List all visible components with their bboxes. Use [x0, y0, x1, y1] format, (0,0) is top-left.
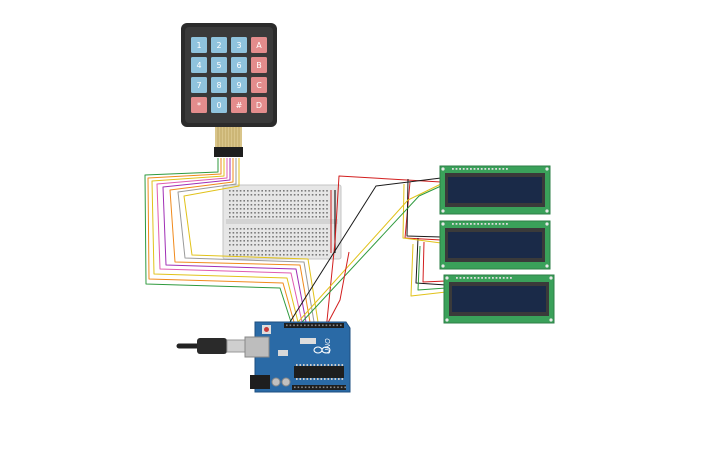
- wire-keypad-2: [147, 158, 295, 323]
- keypad-key[interactable]: 8: [211, 77, 227, 93]
- keypad-key[interactable]: A: [251, 37, 267, 53]
- keypad-key[interactable]: 4: [191, 57, 207, 73]
- wire-keypad-6: [169, 158, 311, 323]
- wires: [144, 158, 447, 361]
- keypad-key[interactable]: #: [231, 97, 247, 113]
- keypad-key[interactable]: *: [191, 97, 207, 113]
- keypad-key-label: *: [197, 101, 201, 110]
- keypad-key[interactable]: D: [251, 97, 267, 113]
- wire-keypad-5: [162, 158, 307, 323]
- keypad-key-label: 3: [236, 41, 241, 50]
- keypad-key-label: 9: [236, 81, 241, 90]
- keypad-key-label: 1: [196, 41, 201, 50]
- keypad-key-label: 2: [216, 41, 221, 50]
- keypad-keys: 1 2 3 A 4 5 6 B 7 8 9 C * 0 # D: [191, 37, 267, 113]
- lcd-display-2[interactable]: [439, 220, 551, 270]
- keypad-key[interactable]: 1: [191, 37, 207, 53]
- keypad-key-label: #: [236, 101, 243, 110]
- wire-keypad-4: [156, 158, 303, 323]
- wire-green-lcd3: [417, 245, 447, 291]
- keypad-key[interactable]: 3: [231, 37, 247, 53]
- keypad-key[interactable]: 7: [191, 77, 207, 93]
- wire-keypad-7: [177, 158, 315, 323]
- wire-yellow-lcd2: [402, 183, 442, 244]
- wire-black-lcd2: [406, 178, 442, 238]
- keypad-key-label: C: [256, 81, 262, 90]
- keypad-key-label: D: [256, 101, 262, 110]
- arduino-uno[interactable]: UNO: [176, 321, 351, 393]
- keypad-key[interactable]: 5: [211, 57, 227, 73]
- arduino-model-label: UNO: [325, 338, 332, 354]
- keypad-key[interactable]: 0: [211, 97, 227, 113]
- keypad-connector: [214, 147, 243, 157]
- keypad-key-label: B: [256, 61, 262, 70]
- wire-yellow-main: [297, 183, 442, 323]
- wire-red-lcd3: [422, 241, 447, 283]
- wire-red-lcd1: [322, 175, 442, 361]
- keypad-key-label: 0: [216, 101, 221, 110]
- keypad-key-label: 7: [196, 81, 201, 90]
- keypad-key-label: 5: [216, 61, 221, 70]
- breadboard[interactable]: [222, 184, 342, 260]
- lcd-screen: [452, 286, 546, 312]
- keypad-key[interactable]: 6: [231, 57, 247, 73]
- wire-keypad-3: [151, 158, 299, 323]
- wire-yellow-lcd3: [410, 243, 447, 297]
- chip-pins: [286, 324, 346, 389]
- keypad-key[interactable]: B: [251, 57, 267, 73]
- keypad-key[interactable]: 9: [231, 77, 247, 93]
- wire-black-main: [289, 177, 442, 323]
- breadboard-holes: [229, 190, 328, 256]
- keypad-key[interactable]: 2: [211, 37, 227, 53]
- lcd-display-1[interactable]: [439, 165, 551, 215]
- wire-green-main: [301, 185, 442, 323]
- wire-red-lcd2: [404, 181, 442, 241]
- keypad-key[interactable]: C: [251, 77, 267, 93]
- keypad-key-label: A: [256, 41, 262, 50]
- wire-black-lcd3: [415, 237, 447, 286]
- keypad-key-label: 6: [236, 61, 241, 70]
- wire-keypad-8: [183, 158, 319, 323]
- wire-keypad-1: [144, 158, 292, 323]
- lcd-displays: [439, 165, 555, 324]
- keypad-key-label: 4: [196, 61, 201, 70]
- keypad[interactable]: 1 2 3 A 4 5 6 B 7 8 9 C * 0 # D: [181, 23, 277, 157]
- arduino-logo-icon: [313, 346, 331, 354]
- keypad-key-label: 8: [216, 81, 221, 90]
- lcd-display-3[interactable]: [443, 274, 555, 324]
- lcd-screen: [448, 232, 542, 258]
- lcd-screen: [448, 177, 542, 203]
